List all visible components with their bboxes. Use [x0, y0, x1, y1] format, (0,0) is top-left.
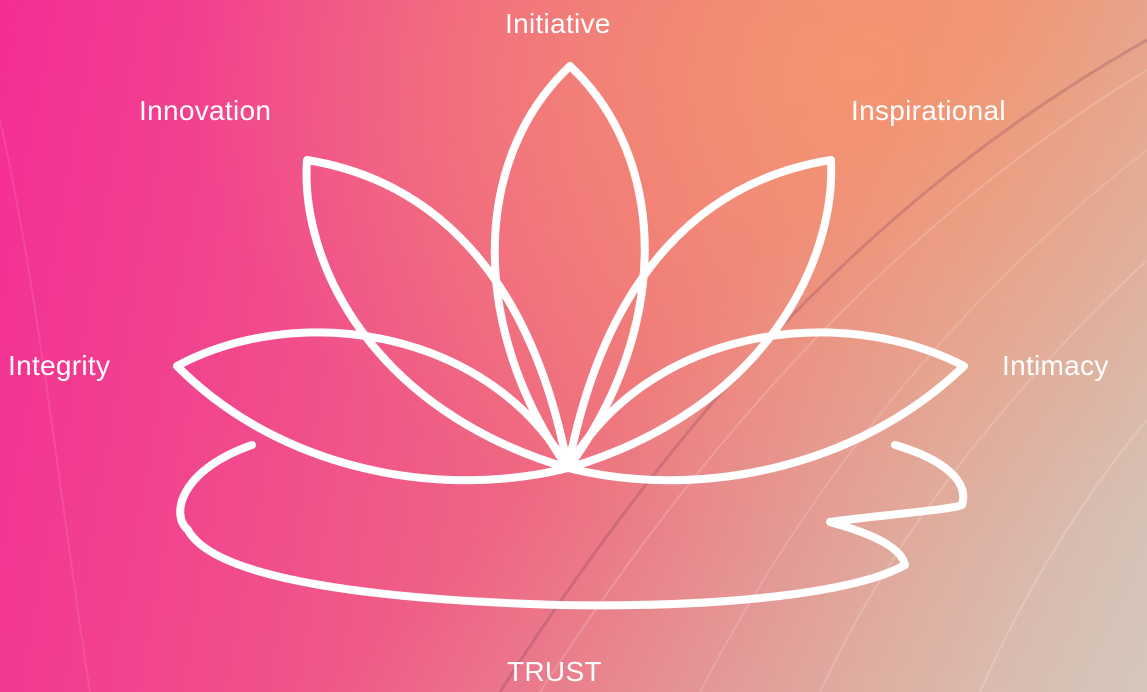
label-trust: TRUST	[507, 656, 602, 687]
petal-innovation	[302, 156, 572, 472]
petal-integrity	[173, 328, 572, 485]
label-intimacy: Intimacy	[1002, 350, 1109, 381]
label-inspirational: Inspirational	[851, 95, 1006, 126]
label-integrity: Integrity	[8, 350, 111, 381]
label-initiative: Initiative	[505, 8, 611, 39]
petal-intimacy	[564, 328, 968, 485]
petal-inspirational	[564, 156, 836, 472]
petal-initiative	[490, 62, 649, 472]
lily-pad-outline	[176, 441, 968, 610]
label-innovation: Innovation	[139, 95, 272, 126]
